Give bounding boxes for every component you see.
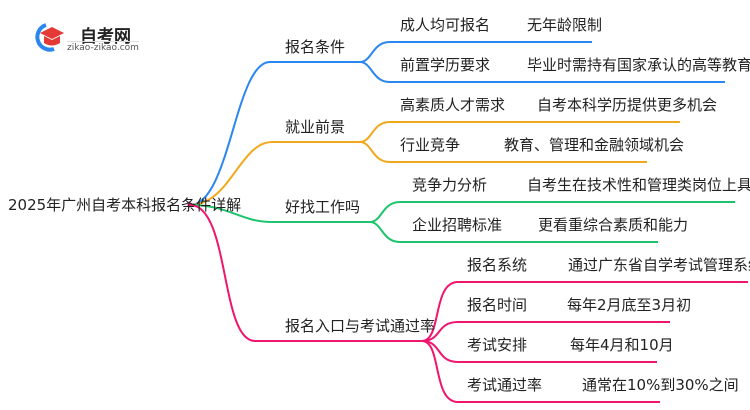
node-label: 行业竞争: [400, 136, 461, 154]
node-value: 自考生在技术性和管理类岗位上具竞争力: [527, 176, 750, 194]
node-label: 前置学历要求: [400, 56, 491, 74]
node-value: 教育、管理和金融领域机会: [504, 136, 685, 154]
node-label: 竞争力分析: [412, 176, 488, 194]
logo-url: zikao-zikao.com: [67, 41, 139, 53]
node-value: 无年龄限制: [527, 16, 603, 34]
node-label: 报名时间: [467, 296, 528, 314]
branch-label: 好找工作吗: [285, 198, 361, 216]
node-value: 通常在10%到30%之间: [582, 376, 739, 394]
node-label: 报名系统: [467, 256, 528, 274]
node-label: 企业招聘标准: [412, 216, 503, 234]
node-label: 考试通过率: [467, 376, 543, 394]
node-label: 高素质人才需求: [400, 96, 506, 114]
node-value: 通过广东省自学考试管理系统报名: [568, 256, 750, 274]
node-value: 更看重综合素质和能力: [538, 216, 689, 234]
node-value: 毕业时需持有国家承认的高等教育学历: [527, 56, 750, 74]
root-topic: 2025年广州自考本科报名条件详解: [8, 196, 242, 214]
branch-label: 报名入口与考试通过率: [285, 317, 436, 335]
logo-title: 自考网: [80, 27, 131, 47]
node-value: 自考本科学历提供更多机会: [537, 96, 718, 114]
branch-label: 报名条件: [285, 38, 346, 56]
logo-cap-icon: [35, 23, 64, 52]
branch-label: 就业前景: [285, 118, 346, 136]
node-value: 每年4月和10月: [570, 336, 674, 354]
node-label: 考试安排: [467, 336, 528, 354]
node-label: 成人均可报名: [400, 16, 491, 34]
node-value: 每年2月底至3月初: [567, 296, 692, 314]
